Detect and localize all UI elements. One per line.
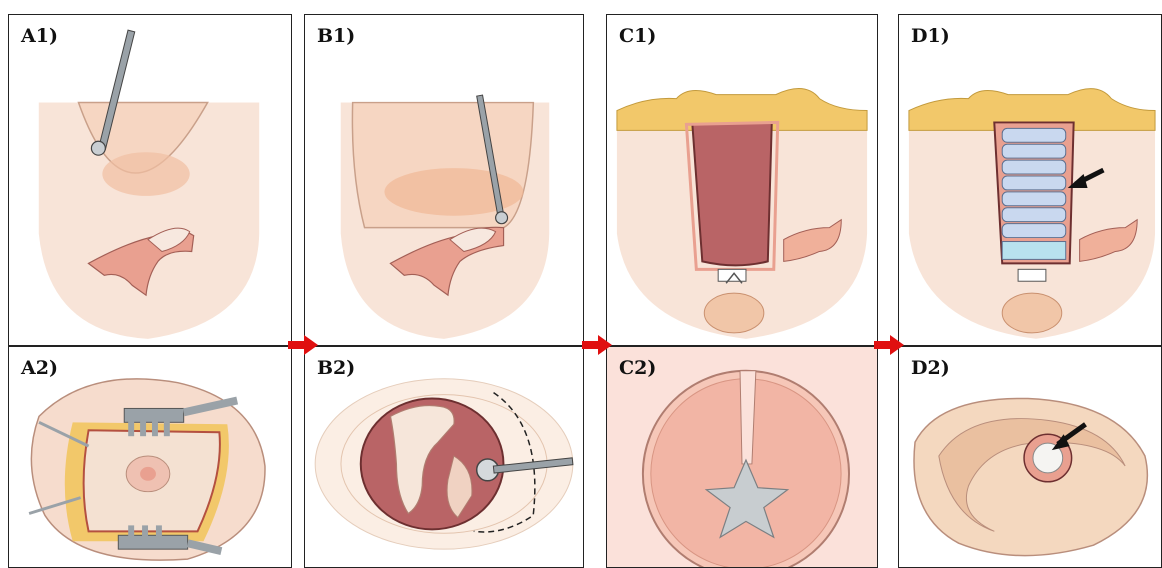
panel-label-c2: C2) — [619, 357, 656, 379]
panel-label-c1: C1) — [619, 25, 656, 47]
meatoplasty-flap-illustration-c2 — [607, 347, 877, 567]
ear-canal-illustration-b1 — [305, 15, 583, 345]
ear-canal-illustration-a1 — [9, 15, 291, 345]
ossicle-view-illustration-b2 — [305, 347, 583, 567]
panel-d1: D1) — [898, 14, 1162, 346]
panel-b2: B2) — [304, 346, 584, 568]
panel-c1: C1) — [606, 14, 878, 346]
ear-canal-cavity-illustration-c1 — [607, 15, 877, 345]
panel-b1: B1) — [304, 14, 584, 346]
panel-label-b2: B2) — [317, 357, 355, 379]
ear-incision-illustration-a2 — [9, 347, 291, 567]
red-flow-arrow-icon — [872, 334, 906, 356]
panel-label-b1: B1) — [317, 25, 355, 47]
panel-label-a2: A2) — [21, 357, 58, 379]
red-flow-arrow-icon — [286, 334, 320, 356]
panel-label-d2: D2) — [911, 357, 950, 379]
panel-d2: D2) — [898, 346, 1162, 568]
panel-a2: A2) — [8, 346, 292, 568]
panel-c2: C2) — [606, 346, 878, 568]
ear-canal-packing-illustration-d1 — [899, 15, 1161, 345]
panel-label-a1: A1) — [21, 25, 58, 47]
panel-label-d1: D1) — [911, 25, 950, 47]
postoperative-ear-illustration-d2 — [899, 347, 1161, 567]
red-flow-arrow-icon — [580, 334, 614, 356]
panel-a1: A1) — [8, 14, 292, 346]
